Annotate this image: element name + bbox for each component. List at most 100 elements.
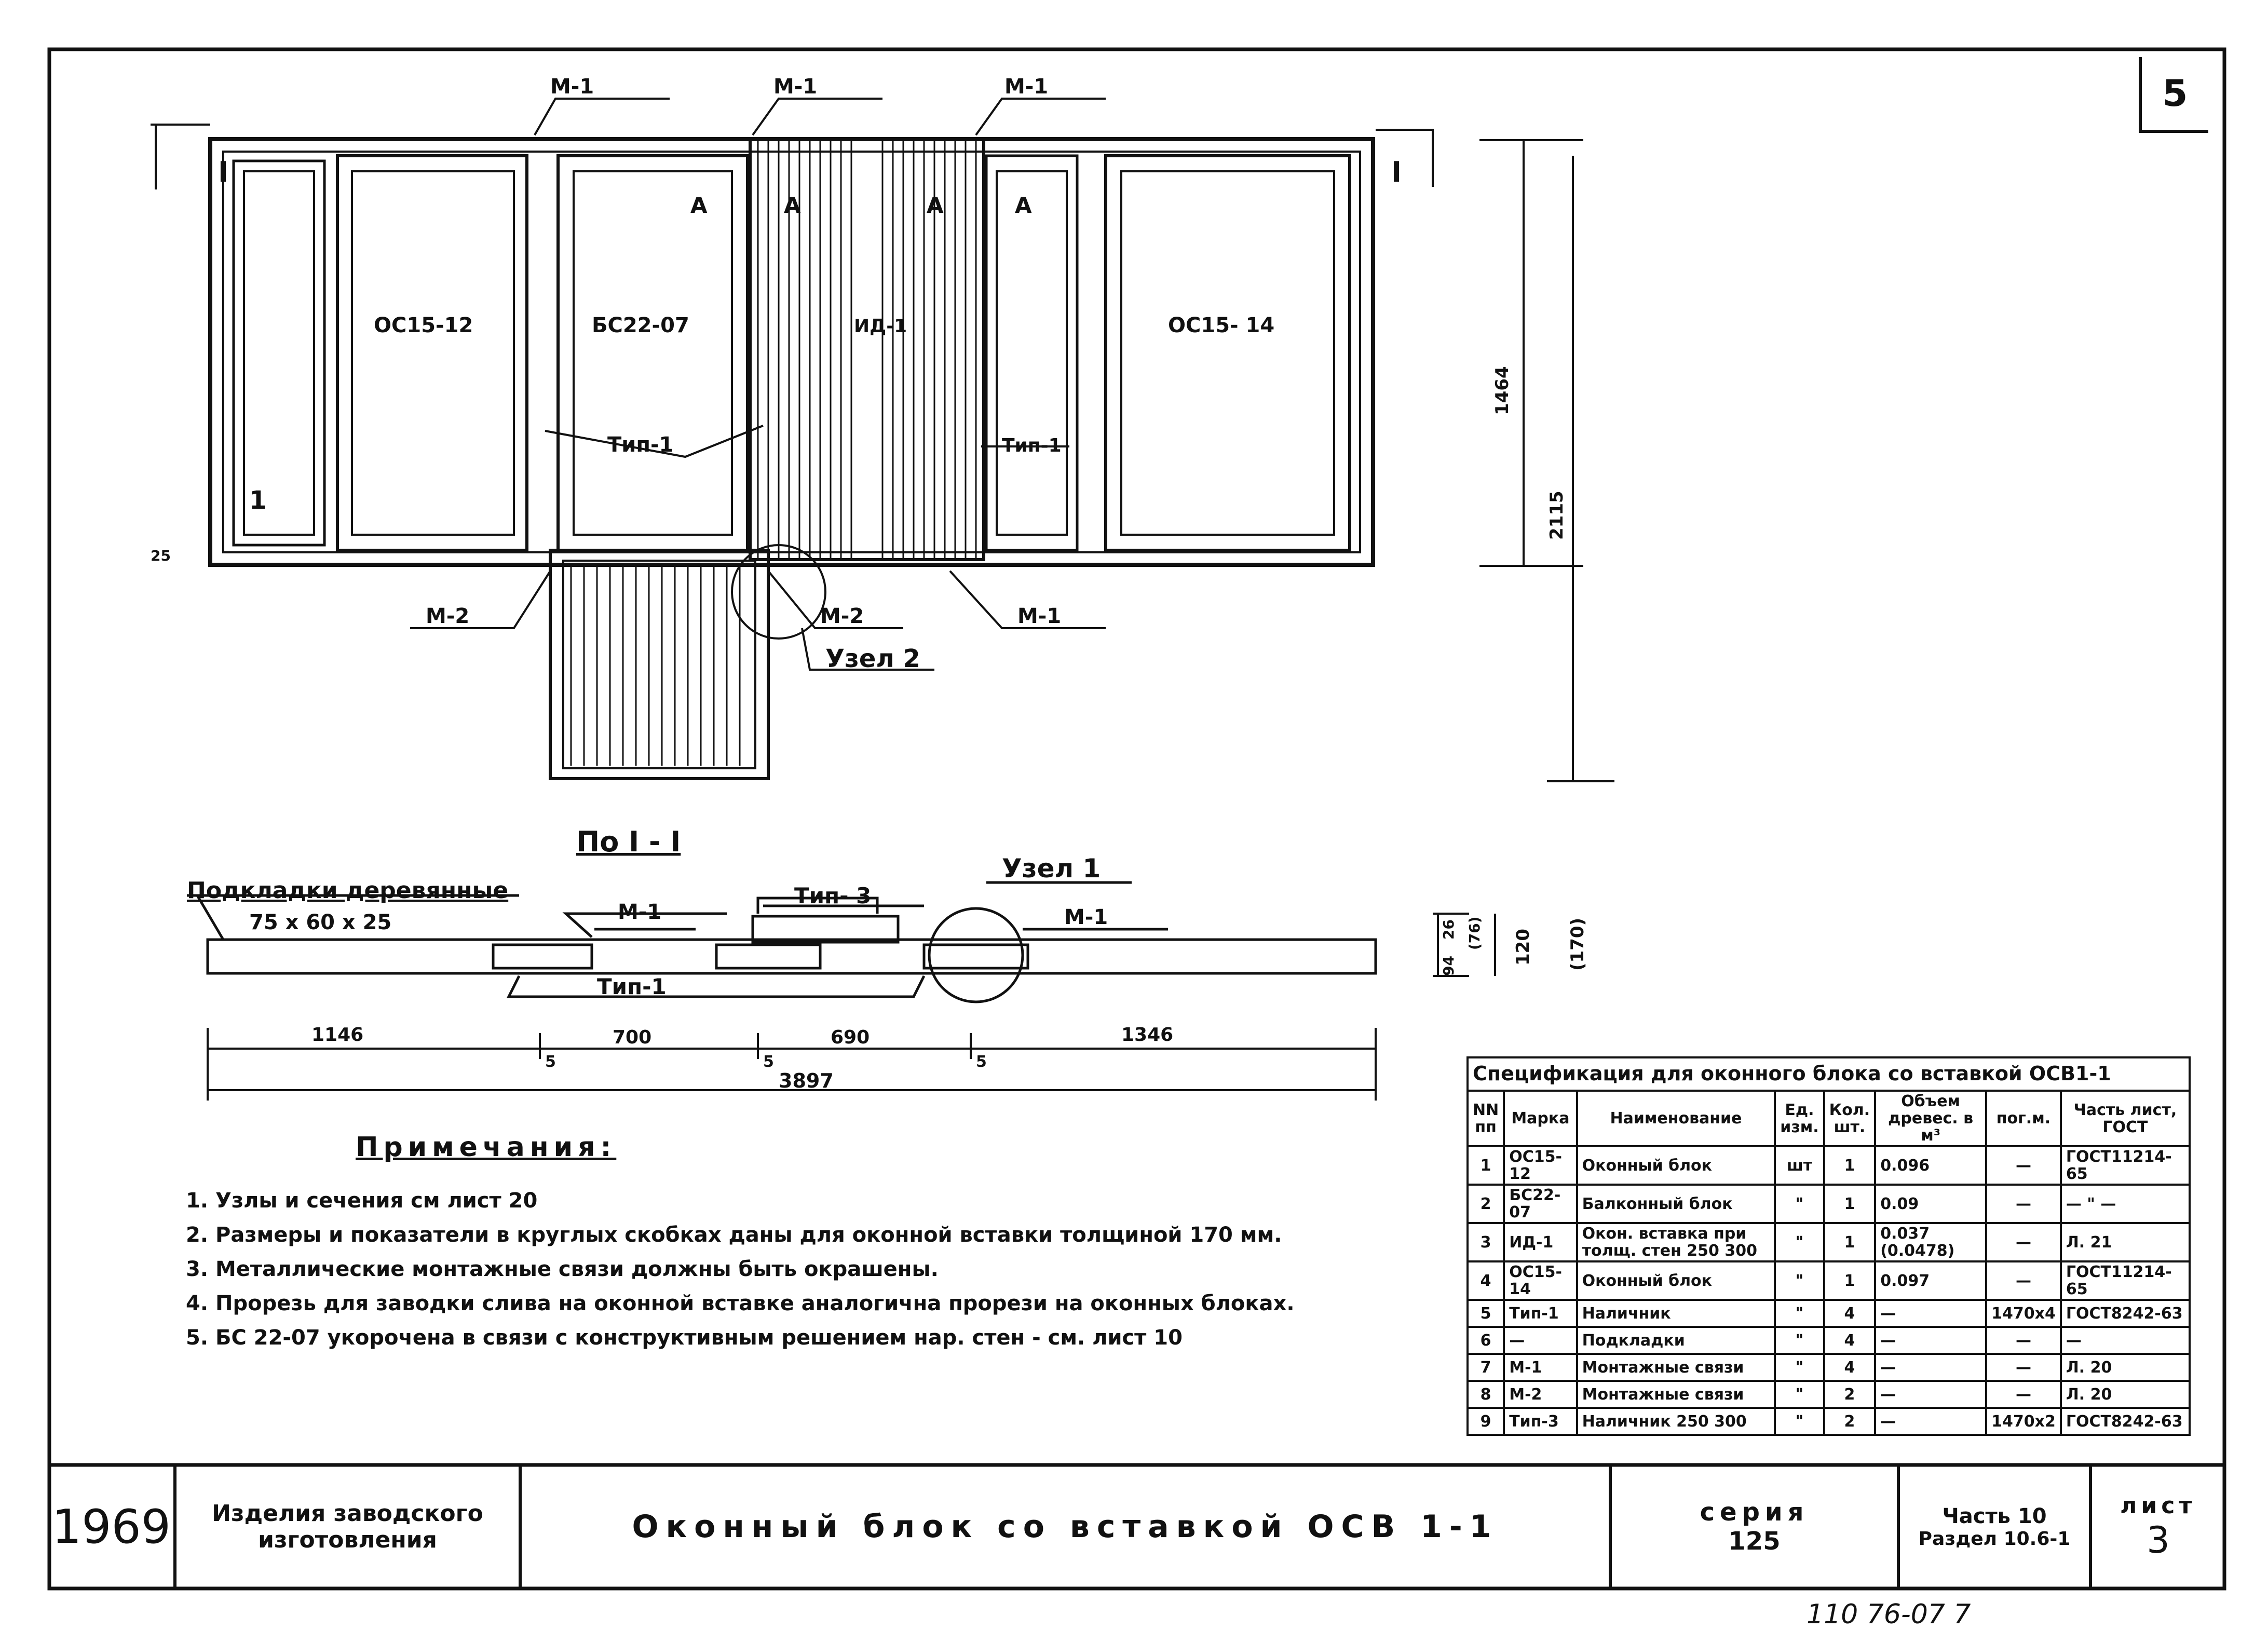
cell: Монтажные связи — [1576, 1380, 1776, 1409]
section-uzel1: Узел 1 — [1002, 853, 1101, 884]
cell: " — [1774, 1222, 1825, 1262]
title-group: Изделия заводского изготовления — [176, 1465, 522, 1588]
block-oc1514: ОС15- 14 — [1168, 314, 1274, 337]
title-part-cell: Часть 10 Раздел 10.6-1 — [1900, 1465, 2092, 1588]
mark-m1-c: М-1 — [1004, 75, 1048, 99]
mark-a-3: А — [927, 193, 944, 218]
cell: — — [1874, 1380, 1988, 1409]
mark-a-4: А — [1015, 193, 1032, 218]
cell: — — [1985, 1184, 2062, 1224]
dim-700: 700 — [613, 1027, 651, 1048]
cell: — — [1985, 1353, 2062, 1382]
cell: — — [1874, 1299, 1988, 1328]
title-block: 1969 Изделия заводского изготовления Око… — [49, 1465, 2224, 1588]
part-label: Часть 10 — [1942, 1504, 2047, 1528]
dim-5a: 5 — [545, 1053, 556, 1071]
cell: — — [1874, 1353, 1988, 1382]
dim-total: 3897 — [779, 1069, 834, 1092]
corner-sheet-number: 5 — [2139, 57, 2208, 133]
dim-chain — [207, 1028, 1377, 1101]
cell: — — [1874, 1326, 1988, 1355]
spec-header: NN пп — [1466, 1090, 1505, 1147]
cell: — — [1874, 1407, 1988, 1436]
cell: 8 — [1466, 1380, 1505, 1409]
elevation-view — [208, 137, 1375, 780]
cell: ГОСТ11214-65 — [2059, 1260, 2191, 1301]
spec-table: Спецификация для оконного блока со встав… — [1466, 1056, 2191, 1436]
mark-m2-b: М-2 — [820, 604, 864, 628]
cell: Л. 20 — [2059, 1380, 2191, 1409]
note-item: Прорезь для заводки слива на оконной вст… — [215, 1286, 1394, 1321]
dim-26: 26 — [1440, 919, 1457, 940]
dim-25: 25 — [151, 547, 171, 564]
sheet-label: лист — [2120, 1492, 2196, 1519]
cell: Тип-1 — [1503, 1299, 1578, 1328]
cell: М-1 — [1503, 1353, 1578, 1382]
title-year: 1969 — [49, 1465, 176, 1588]
table-row: 6—Подкладки"4——— — [1466, 1326, 2191, 1355]
cell: — — [1985, 1326, 2062, 1355]
section-m1-b: М-1 — [1064, 905, 1108, 929]
spec-header: Ед. изм. — [1774, 1090, 1825, 1147]
cell: ОС15-14 — [1503, 1260, 1578, 1301]
dim-76: (76) — [1466, 916, 1483, 950]
cell: " — [1774, 1184, 1825, 1224]
cell: " — [1774, 1299, 1825, 1328]
series-label: серия — [1700, 1498, 1809, 1527]
cell: " — [1774, 1380, 1825, 1409]
spec-header: Объем древес. в м³ — [1874, 1090, 1988, 1147]
cell: 1 — [1823, 1222, 1877, 1262]
spec-header: Часть лист, ГОСТ — [2059, 1090, 2191, 1147]
cell: 1470х2 — [1985, 1407, 2062, 1436]
leader-lines — [151, 98, 1434, 671]
cell: — — [2059, 1326, 2191, 1355]
cell: 4 — [1823, 1353, 1877, 1382]
spec-header: Марка — [1503, 1090, 1578, 1147]
footer-code: 110 76-07 7 — [1807, 1599, 1971, 1630]
note-item: Размеры и показатели в круглых скобках д… — [215, 1218, 1394, 1252]
cell: 9 — [1466, 1407, 1505, 1436]
mark-m1-d: М-1 — [1017, 604, 1061, 628]
cell: Наличник — [1576, 1299, 1776, 1328]
notes-block: Примечания: Узлы и сечения см лист 20 Ра… — [200, 1132, 1394, 1355]
mark-uzel2: Узел 2 — [825, 644, 920, 673]
cell: — — [1985, 1380, 2062, 1409]
notes-title: Примечания: — [356, 1132, 617, 1163]
cell: Окон. вставка при толщ. стен 250 300 — [1576, 1222, 1776, 1262]
cell: 1 — [1466, 1145, 1505, 1186]
cell: 7 — [1466, 1353, 1505, 1382]
cell: ГОСТ11214-65 — [2059, 1145, 2191, 1186]
dim-1464: 1464 — [1492, 366, 1513, 415]
cell: 4 — [1823, 1326, 1877, 1355]
section-mark-right: I — [1391, 156, 1402, 188]
dim-1346: 1346 — [1121, 1024, 1173, 1045]
dim-5c: 5 — [976, 1053, 987, 1071]
block-oc1512: ОС15-12 — [374, 314, 473, 337]
cell: Балконный блок — [1576, 1184, 1776, 1224]
pads-size: 75 х 60 х 25 — [249, 911, 391, 934]
cell: " — [1774, 1353, 1825, 1382]
title-main: Оконный блок со вставкой ОСВ 1-1 — [522, 1465, 1612, 1588]
cell: Монтажные связи — [1576, 1353, 1776, 1382]
cell: — — [1985, 1222, 2062, 1262]
cell: — " — — [2059, 1184, 2191, 1224]
dim-170: (170) — [1567, 918, 1588, 971]
cell: 2 — [1466, 1184, 1505, 1224]
cell: ГОСТ8242-63 — [2059, 1299, 2191, 1328]
cell: ИД-1 — [1503, 1222, 1578, 1262]
cell: ОС15-12 — [1503, 1145, 1578, 1186]
cell: — — [1985, 1260, 2062, 1301]
spec-caption: Спецификация для оконного блока со встав… — [1466, 1056, 2191, 1092]
mark-a-1: А — [690, 193, 708, 218]
cell: Л. 21 — [2059, 1222, 2191, 1262]
section-tip3: Тип- 3 — [794, 883, 871, 908]
mark-m2-a: М-2 — [426, 604, 469, 628]
